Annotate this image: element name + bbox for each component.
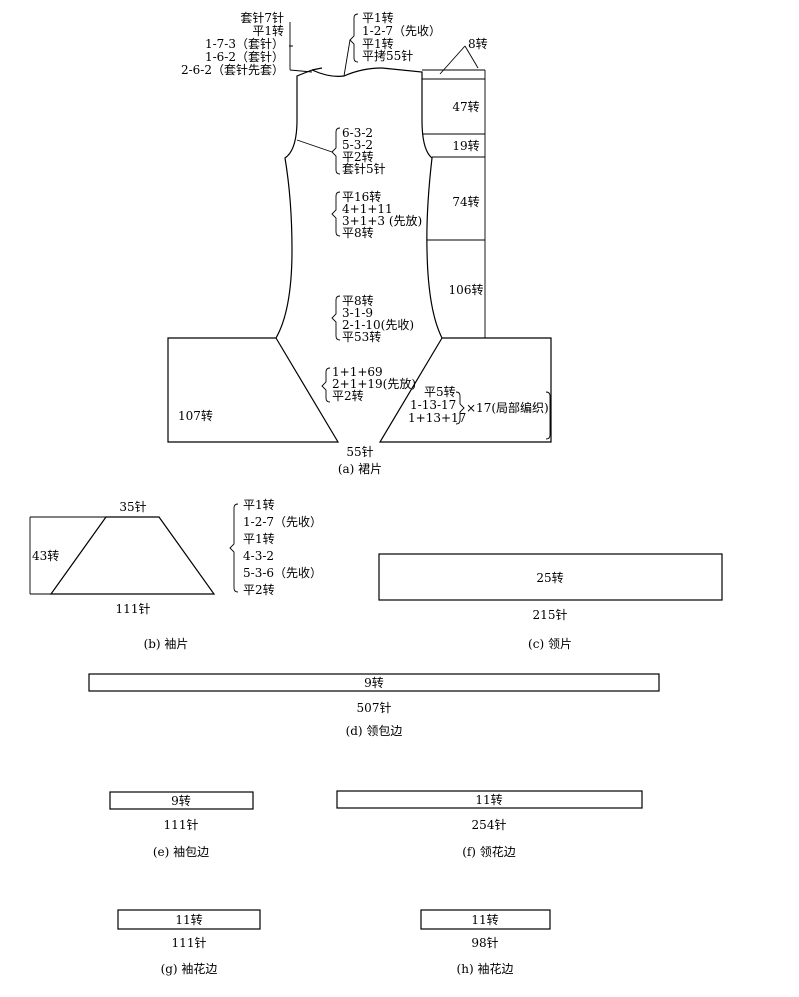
waist-lower-note: 平53转: [342, 329, 381, 344]
waist-upper-note: 平16转: [342, 189, 381, 204]
skirt-piece: [167, 13, 552, 443]
side-rows-label: 74转: [452, 194, 479, 209]
sleeve-binding-piece: 9转 111针 (e) 袖包边: [109, 791, 254, 859]
collar-lace-rect: [336, 790, 643, 809]
waist-lower-note: 3-1-9: [342, 306, 373, 320]
armhole-note: 平2转: [342, 149, 374, 164]
skirt-short-row-notes: 平5转 1-13-17 1+13+17 ×17(局部编织): [408, 384, 549, 425]
hem-rows-label: 107转: [178, 408, 213, 423]
skirt-side-rows: 47转 19转 74转 106转: [449, 99, 484, 297]
sleeve-binding-caption: (e) 袖包边: [153, 844, 209, 859]
skirt-flare-notes: 1+1+69 2+1+19(先放) 平2转: [332, 365, 416, 403]
collar-lace-caption: (f) 领花边: [462, 844, 516, 859]
sleeve-lace-h-stitches: 98针: [471, 935, 498, 950]
sleeve-note: 5-3-6（先收）: [243, 566, 322, 580]
waist-lower-note: 平8转: [342, 293, 374, 308]
skirt-armhole-notes: 6-3-2 5-3-2 平2转 套针5针: [342, 126, 386, 176]
neck-left-note: 2-6-2（套针先套）: [181, 62, 284, 77]
top-rows-label: 8转: [468, 36, 488, 51]
collar-binding-rect: [88, 673, 660, 692]
sleeve-binding-rows: 9转: [171, 793, 191, 808]
sleeve-note: 平1转: [243, 497, 275, 512]
sleeve-outline: [49, 516, 216, 595]
sleeve-binding-stitches: 111针: [164, 817, 199, 832]
sleeve-lace-piece-g: 11转 111针 (g) 袖花边: [117, 909, 261, 976]
waist-upper-note: 4+1+11: [342, 202, 393, 216]
neck-left-note: 套针7针: [240, 10, 284, 25]
collar-rect: [378, 553, 723, 601]
armhole-note: 6-3-2: [342, 126, 373, 140]
collar-binding-piece: 9转 507针 (d) 领包边: [88, 673, 660, 738]
waist-upper-note: 平8转: [342, 225, 374, 240]
collar-binding-rows: 9转: [364, 675, 384, 690]
collar-binding-stitches: 507针: [357, 700, 392, 715]
sleeve-height-label: 43转: [32, 548, 59, 563]
sleeve-lace-h-rect: [420, 909, 551, 930]
sleeve-bottom-label: 111针: [116, 601, 151, 616]
collar-rows: 25转: [536, 570, 563, 585]
neck-left-note: 平1转: [252, 23, 284, 38]
short-row-multiplier: ×17(局部编织): [466, 400, 549, 415]
sleeve-lace-g-caption: (g) 袖花边: [161, 961, 218, 976]
skirt-neck-right-notes: 平1转 1-2-7（先收） 平1转 平拷55针: [362, 10, 441, 63]
sleeve-piece: [29, 503, 239, 595]
armhole-note: 套针5针: [342, 161, 386, 176]
flare-note: 1+1+69: [332, 365, 383, 379]
sleeve-lace-h-caption: (h) 袖花边: [457, 961, 514, 976]
collar-caption: (c) 领片: [528, 637, 572, 651]
sleeve-note: 1-2-7（先收）: [243, 515, 322, 529]
flare-note: 2+1+19(先放): [332, 376, 416, 391]
side-rows-label: 47转: [452, 99, 479, 114]
side-rows-label: 106转: [449, 282, 484, 297]
collar-binding-caption: (d) 领包边: [346, 724, 403, 738]
skirt-waist-upper-notes: 平16转 4+1+11 3+1+3 (先放) 平8转: [342, 189, 422, 240]
collar-lace-stitches: 254针: [472, 817, 507, 832]
sleeve-lace-g-stitches: 111针: [172, 935, 207, 950]
sleeve-lace-g-rect: [117, 909, 261, 930]
collar-piece: 25转 215针 (c) 领片: [378, 553, 723, 651]
skirt-caption: (a) 裙片: [338, 462, 382, 476]
armhole-note: 5-3-2: [342, 138, 373, 152]
waist-upper-note: 3+1+3 (先放): [342, 213, 422, 228]
skirt-neckline: [311, 67, 323, 71]
sleeve-note: 平2转: [243, 582, 275, 597]
neck-left-note: 1-7-3（套针）: [205, 36, 284, 51]
short-row-note: 1-13-17: [410, 398, 456, 412]
waist-lower-note: 2-1-10(先收): [342, 318, 414, 332]
neck-right-note: 平1转: [362, 10, 394, 25]
side-rows-label: 19转: [452, 138, 479, 153]
sleeve-note: 平1转: [243, 531, 275, 546]
flare-note: 平2转: [332, 388, 364, 403]
neck-left-note: 1-6-2（套针）: [205, 49, 284, 64]
sleeve-binding-rect: [109, 791, 254, 810]
sleeve-lace-piece-h: 11转 98针 (h) 袖花边: [420, 909, 551, 976]
collar-lace-piece: 11转 254针 (f) 领花边: [336, 790, 643, 859]
sleeve-note: 4-3-2: [243, 549, 274, 563]
sleeve-top-label: 35针: [119, 499, 146, 514]
sleeve-notes: 平1转 1-2-7（先收） 平1转 4-3-2 5-3-6（先收） 平2转: [243, 497, 322, 597]
bottom-stitches-label: 55针: [346, 444, 373, 459]
neck-right-note: 1-2-7（先收）: [362, 24, 441, 38]
neck-right-note: 平拷55针: [362, 48, 413, 63]
skirt-waist-lower-notes: 平8转 3-1-9 2-1-10(先收) 平53转: [342, 293, 414, 344]
collar-stitches: 215针: [533, 607, 568, 622]
neck-right-note: 平1转: [362, 36, 394, 51]
skirt-neck-left-notes: 套针7针 平1转 1-7-3（套针） 1-6-2（套针） 2-6-2（套针先套）: [181, 10, 284, 77]
collar-lace-rows: 11转: [475, 792, 502, 807]
sleeve-caption: (b) 袖片: [144, 636, 189, 651]
sleeve-lace-h-rows: 11转: [471, 912, 498, 927]
sleeve-lace-g-rows: 11转: [175, 912, 202, 927]
short-row-note: 1+13+17: [408, 411, 466, 425]
short-row-note: 平5转: [424, 384, 456, 399]
